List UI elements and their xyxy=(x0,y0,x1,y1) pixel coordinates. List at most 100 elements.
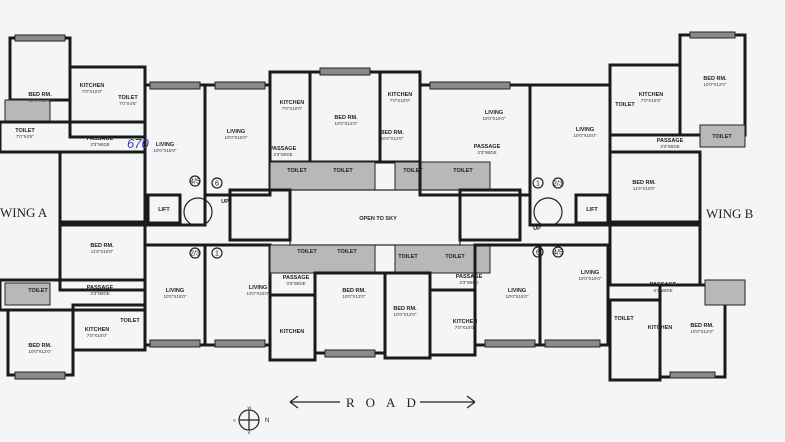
flat-number: 6 xyxy=(215,181,219,188)
room-size: 7'0"X10'0" xyxy=(87,333,108,338)
room-label: KITCHEN xyxy=(453,319,477,325)
room-label: TOILET xyxy=(333,168,353,174)
room-size: 3'3"WIDE xyxy=(90,142,109,147)
room-label: TOILET xyxy=(453,168,473,174)
room-label: PASSAGE xyxy=(87,285,114,291)
room-size: 3'3"WIDE xyxy=(653,288,672,293)
room-label: TOILET xyxy=(287,168,307,174)
room-label: TOILET xyxy=(118,95,138,101)
room-label: TOILET xyxy=(403,168,423,174)
room-label: TOILET xyxy=(398,254,418,260)
room-label: KITCHEN xyxy=(388,92,412,98)
room-label: PASSAGE xyxy=(657,138,684,144)
room-label: TOILET xyxy=(712,134,732,140)
room-size: 7'0"X4'6" xyxy=(119,101,137,106)
room-label: TOILET xyxy=(120,318,140,324)
room-label: PASSAGE xyxy=(456,274,483,280)
room-size: 7'0"X4'6" xyxy=(16,134,34,139)
room-label: BED RM. xyxy=(703,76,727,82)
lift-label: LIFT xyxy=(586,207,598,213)
flat-number: 4/5 xyxy=(553,250,563,257)
room-labels: BED RM. 10'0"X12'0" KITCHEN 7'0"X10'0" T… xyxy=(15,76,732,354)
handwritten-note: 670 xyxy=(127,136,149,151)
room-label: BED RM. xyxy=(342,288,366,294)
room-label: PASSAGE xyxy=(283,275,310,281)
room-size: 10'0"X15'0" xyxy=(483,116,506,121)
room-size: 10'0"X12'0" xyxy=(691,329,714,334)
flat-number: 4/5 xyxy=(190,179,200,186)
room-size: 10'0"X12'0" xyxy=(29,98,52,103)
room-label: TOILET xyxy=(615,102,635,108)
room-label: TOILET xyxy=(614,316,634,322)
room-size: 7'0"X10'0" xyxy=(641,98,662,103)
flat-number: 1 xyxy=(536,181,540,188)
room-label: KITCHEN xyxy=(80,83,104,89)
room-size: 3'3"WIDE xyxy=(660,144,679,149)
room-label: LIVING xyxy=(508,288,526,294)
room-size: 7'0"X10'0" xyxy=(282,106,303,111)
compass-e: E xyxy=(248,430,251,435)
room-label: LIVING xyxy=(227,129,245,135)
arrow-left-icon xyxy=(289,395,340,409)
room-size: 10'0"X15'0" xyxy=(247,291,270,296)
room-size: 10'0"X12'0" xyxy=(335,121,358,126)
room-size: 3'3"WIDE xyxy=(477,150,496,155)
arrow-right-icon xyxy=(420,395,476,409)
room-size: 7'0"X10'0" xyxy=(390,98,411,103)
room-size: 7'0"X10'0" xyxy=(82,89,103,94)
room-size: 10'0"X12'0" xyxy=(394,312,417,317)
room-label: LIVING xyxy=(576,127,594,133)
flat-number: 6 xyxy=(536,250,540,257)
room-size: 10'0"X12'0" xyxy=(704,82,727,87)
room-label: KITCHEN xyxy=(280,100,304,106)
room-label: BED RM. xyxy=(380,130,404,136)
compass-icon: W S N E xyxy=(233,405,269,435)
room-label: BED RM. xyxy=(632,180,656,186)
wing-b-label: WING B xyxy=(706,206,754,221)
room-label: PASSAGE xyxy=(270,146,297,152)
flat-number: 1 xyxy=(215,251,219,258)
up-label: UP xyxy=(533,226,541,232)
room-size: 10'0"X12'0" xyxy=(381,136,404,141)
room-size: 3'3"WIDE xyxy=(286,281,305,286)
room-label: BED RM. xyxy=(393,306,417,312)
road-label: ROAD xyxy=(346,395,427,410)
core-labels: LIFT LIFT OPEN TO SKY UP UP 4/5 6 1 2/3 … xyxy=(158,175,598,259)
open-to-sky-label: OPEN TO SKY xyxy=(359,216,397,222)
up-label: UP xyxy=(221,199,229,205)
compass-w: W xyxy=(248,405,252,410)
room-size: 7'0"X10'0" xyxy=(455,325,476,330)
room-size: 10'0"X15'0" xyxy=(506,294,529,299)
room-label: LIVING xyxy=(485,110,503,116)
compass-n: N xyxy=(265,418,269,424)
room-label: LIVING xyxy=(166,288,184,294)
walls xyxy=(0,31,747,382)
road-indicator: ROAD xyxy=(289,395,476,410)
room-size: 10'0"X15'0" xyxy=(225,135,248,140)
room-label: TOILET xyxy=(337,249,357,255)
room-size: 3'3"WIDE xyxy=(459,280,478,285)
room-label: KITCHEN xyxy=(648,325,672,331)
room-size: 3'3"WIDE xyxy=(90,291,109,296)
room-size: 10'0"X12'0" xyxy=(343,294,366,299)
room-label: KITCHEN xyxy=(85,327,109,333)
room-label: BED RM. xyxy=(334,115,358,121)
room-label: TOILET xyxy=(28,288,48,294)
room-label: KITCHEN xyxy=(280,329,304,335)
room-label: BED RM. xyxy=(28,343,52,349)
room-label: LIVING xyxy=(249,285,267,291)
room-label: PASSAGE xyxy=(87,136,114,142)
room-label: PASSAGE xyxy=(650,282,677,288)
flat-number: 2/3 xyxy=(190,251,200,258)
room-size: 10'0"X12'0" xyxy=(29,349,52,354)
room-label: TOILET xyxy=(297,249,317,255)
room-label: BED RM. xyxy=(690,323,714,329)
compass-s: S xyxy=(233,418,236,423)
room-label: BED RM. xyxy=(28,92,52,98)
room-size: 10'0"X15'0" xyxy=(574,133,597,138)
room-label: TOILET xyxy=(445,254,465,260)
room-label: PASSAGE xyxy=(474,144,501,150)
room-label: LIVING xyxy=(156,142,174,148)
wing-a-label: WING A xyxy=(0,205,48,220)
